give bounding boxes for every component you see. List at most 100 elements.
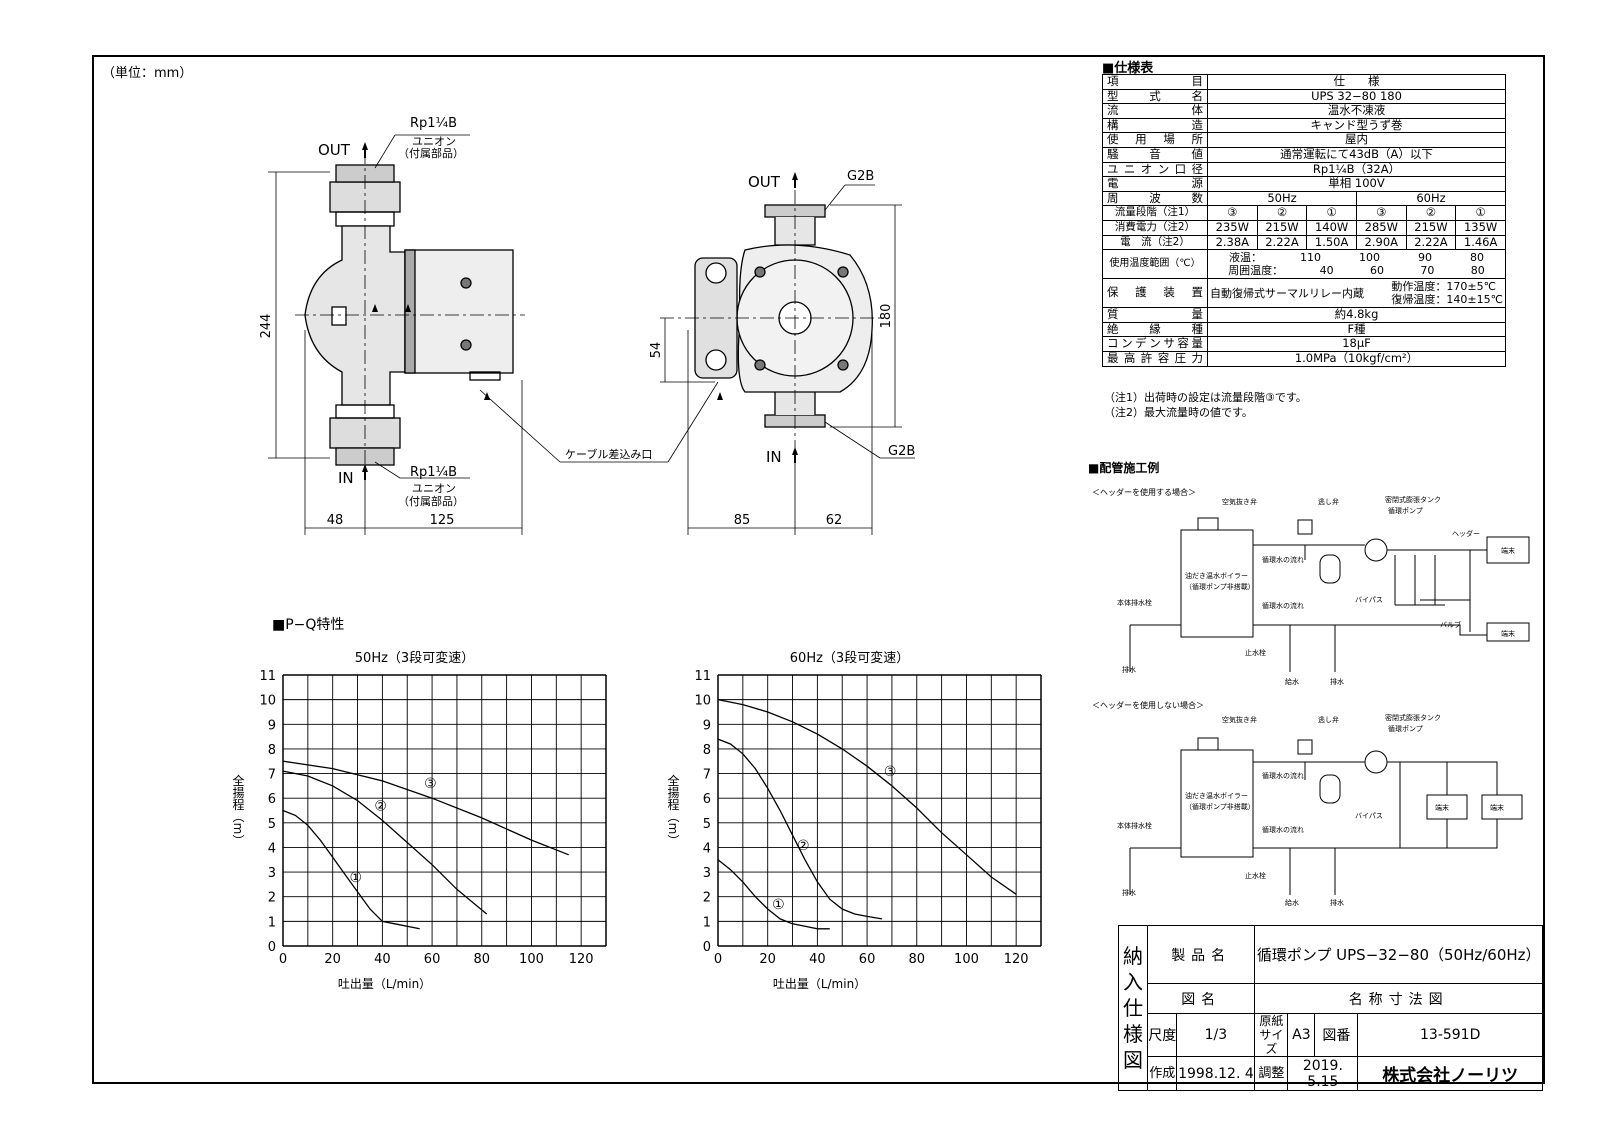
spec-title: ■仕様表 bbox=[1102, 61, 1154, 76]
y-tick-label: 1 bbox=[703, 915, 711, 930]
spec-row-power: 消費電力（注2） 235W 215W 140W 285W 215W 135W bbox=[1102, 219, 1506, 236]
spec-label: 型式名 bbox=[1102, 88, 1208, 105]
liquid-110: 110 bbox=[1300, 251, 1321, 265]
spec-row: 項目仕 様 bbox=[1102, 74, 1506, 90]
x-tick-label: 120 bbox=[1004, 952, 1029, 967]
label-drain-plug-1: 本体排水栓 bbox=[1117, 598, 1152, 607]
series-line bbox=[282, 770, 488, 915]
spec-cell: 135W bbox=[1455, 219, 1506, 236]
spec-cell: 1.50A bbox=[1306, 234, 1357, 251]
x-axis-label: 吐出量（L/min） bbox=[773, 977, 866, 991]
spec-label: ユニオン口径 bbox=[1102, 161, 1208, 178]
spec-label: 使用温度範囲（℃） bbox=[1102, 249, 1208, 280]
y-tick-label: 5 bbox=[703, 817, 711, 832]
series-label: ③ bbox=[884, 764, 897, 780]
spec-value: 通常運転にて43dB（A）以下 bbox=[1207, 146, 1506, 163]
x-tick-label: 40 bbox=[374, 952, 391, 967]
drawing-label: 図名 bbox=[1146, 983, 1256, 1014]
unit-label: （単位：mm） bbox=[102, 66, 193, 81]
spec-label: 使用場所 bbox=[1102, 132, 1208, 148]
y-tick-label: 0 bbox=[268, 940, 276, 955]
side-attached-bottom: （付属部品） bbox=[398, 494, 464, 508]
series-line bbox=[282, 760, 569, 856]
label-drain-3: 排水 bbox=[1122, 665, 1136, 674]
spec-value: 1.0MPa（10kgf/cm²） bbox=[1207, 350, 1506, 367]
spec-value: UPS 32−80 180 bbox=[1207, 88, 1506, 105]
side-rp-bottom: Rp1¼B bbox=[410, 465, 457, 480]
revised-label: 調整 bbox=[1254, 1056, 1289, 1091]
y-tick-label: 0 bbox=[703, 940, 711, 955]
spec-value: 仕 様 bbox=[1207, 74, 1506, 90]
y-tick-label: 9 bbox=[268, 718, 276, 733]
spec-value: F種 bbox=[1207, 321, 1506, 338]
dim-85: 85 bbox=[734, 513, 751, 528]
x-tick-label: 40 bbox=[809, 952, 826, 967]
x-axis-label: 吐出量（L/min） bbox=[338, 977, 431, 991]
label-drain-1: 排水 bbox=[1330, 677, 1344, 686]
spec-value: 18μF bbox=[1207, 336, 1506, 352]
y-tick-label: 6 bbox=[268, 792, 276, 807]
company-logo: 株式会社ノーリツ bbox=[1357, 1056, 1543, 1091]
dim-180: 180 bbox=[879, 304, 894, 329]
y-tick-label: 3 bbox=[703, 866, 711, 881]
x-tick-label: 60 bbox=[424, 952, 441, 967]
label-pump: 循環ポンプ bbox=[1388, 506, 1423, 515]
series-line bbox=[717, 698, 1017, 895]
number-value: 13-591D bbox=[1357, 1013, 1543, 1057]
spec-label: 周波数 bbox=[1102, 190, 1208, 207]
protect-reset-temp: 復帰温度：140±15℃ bbox=[1391, 293, 1503, 307]
y-tick-label: 10 bbox=[259, 694, 276, 709]
series-line bbox=[282, 809, 420, 930]
side-char: 納 bbox=[1123, 944, 1143, 968]
y-tick-label: 4 bbox=[268, 841, 276, 856]
piping-case1: ＜ヘッダーを使用する場合＞ bbox=[1092, 487, 1196, 497]
spec-row: 質量約4.8kg bbox=[1102, 307, 1506, 323]
liquid-100: 100 bbox=[1359, 251, 1380, 265]
spec-label: 流体 bbox=[1102, 103, 1208, 119]
spec-cell: 2.22A bbox=[1405, 234, 1457, 251]
y-tick-label: 8 bbox=[268, 743, 276, 758]
side-rp-top: Rp1¼B bbox=[410, 116, 457, 131]
front-out-label: OUT bbox=[748, 173, 781, 191]
x-tick-label: 60 bbox=[859, 952, 876, 967]
spec-row: 使用場所屋内 bbox=[1102, 132, 1506, 148]
y-tick-label: 8 bbox=[703, 743, 711, 758]
label-air-vent-2: 空気抜き弁 bbox=[1222, 715, 1257, 724]
x-tick-label: 20 bbox=[324, 952, 341, 967]
spec-value: Rp1¼B（32A） bbox=[1207, 161, 1506, 178]
y-tick-label: 7 bbox=[703, 768, 711, 783]
front-view bbox=[479, 184, 915, 535]
paper-label: 原紙サイズ bbox=[1254, 1013, 1289, 1057]
y-axis-label: 全揚程（m） bbox=[231, 773, 245, 846]
series-line bbox=[717, 738, 883, 920]
side-in-label: IN bbox=[338, 469, 354, 487]
x-tick-label: 120 bbox=[569, 952, 594, 967]
drawing-value: 名称寸法図 bbox=[1254, 983, 1543, 1014]
spec-cell: 215W bbox=[1405, 219, 1457, 236]
label-boiler-2a: 油だき温水ボイラー bbox=[1185, 791, 1248, 800]
spec-label: 絶縁種 bbox=[1102, 321, 1208, 338]
spec-label: 騒音値 bbox=[1102, 146, 1208, 163]
spec-value: 約4.8kg bbox=[1207, 307, 1506, 323]
series-label: ① bbox=[350, 870, 363, 886]
label-air-vent: 空気抜き弁 bbox=[1222, 497, 1257, 506]
y-tick-label: 1 bbox=[268, 915, 276, 930]
dim-125: 125 bbox=[430, 513, 455, 528]
side-char: 仕 bbox=[1123, 996, 1143, 1020]
label-terminal-3: 端末 bbox=[1435, 803, 1449, 812]
label-pump-2: 循環ポンプ bbox=[1388, 724, 1423, 733]
spec-row: 騒音値通常運転にて43dB（A）以下 bbox=[1102, 146, 1506, 163]
spec-label: 流量段階（注1） bbox=[1102, 205, 1208, 221]
y-tick-label: 3 bbox=[268, 866, 276, 881]
series-label: ② bbox=[797, 838, 810, 854]
label-stop-valve-1: 止水栓 bbox=[1245, 648, 1266, 657]
liquid-90: 90 bbox=[1418, 251, 1432, 265]
side-attached-top: （付属部品） bbox=[398, 146, 464, 160]
title-block-side: 納 入 仕 様 図 bbox=[1118, 925, 1148, 1091]
series-label: ② bbox=[374, 798, 387, 814]
